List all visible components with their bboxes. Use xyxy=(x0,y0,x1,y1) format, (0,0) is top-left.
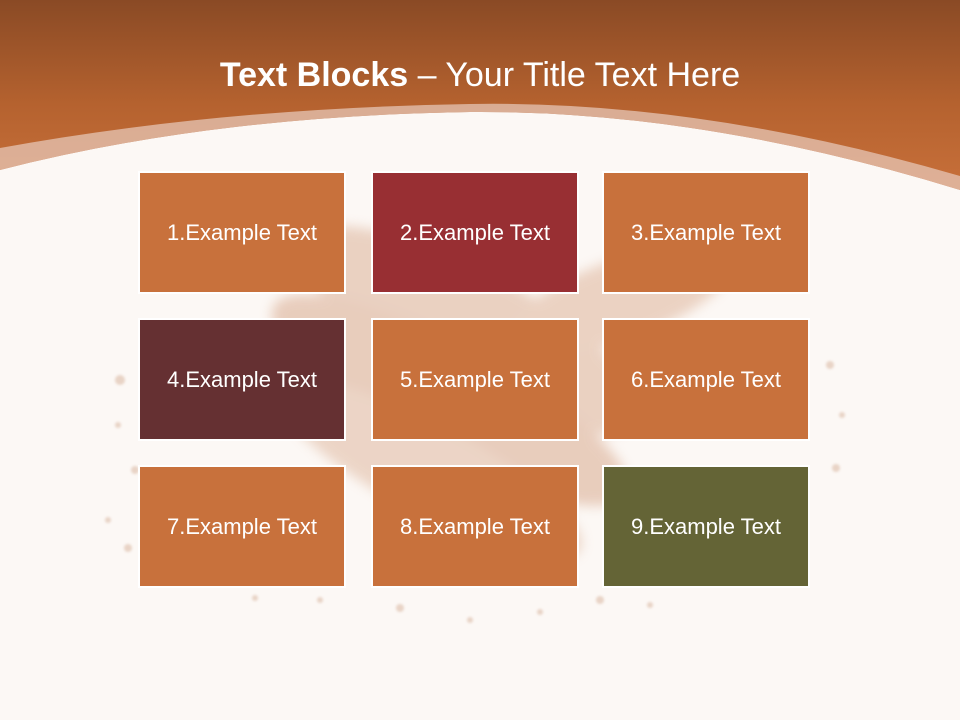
text-block-2[interactable]: 2.Example Text xyxy=(371,171,579,294)
text-block-8[interactable]: 8.Example Text xyxy=(371,465,579,588)
text-block-grid: 1.Example Text 2.Example Text 3.Example … xyxy=(138,171,814,593)
text-block-4[interactable]: 4.Example Text xyxy=(138,318,346,441)
text-block-6[interactable]: 6.Example Text xyxy=(602,318,810,441)
header-swoosh xyxy=(0,103,960,190)
title-rest: – Your Title Text Here xyxy=(408,56,741,94)
text-block-1[interactable]: 1.Example Text xyxy=(138,171,346,294)
title-bold: Text Blocks xyxy=(219,56,409,94)
text-block-5[interactable]: 5.Example Text xyxy=(371,318,579,441)
text-block-9[interactable]: 9.Example Text xyxy=(602,465,810,588)
header-band xyxy=(0,0,960,190)
slide-title: Text Blocks – Your Title Text Here xyxy=(0,52,960,98)
text-block-3[interactable]: 3.Example Text xyxy=(602,171,810,294)
text-block-7[interactable]: 7.Example Text xyxy=(138,465,346,588)
